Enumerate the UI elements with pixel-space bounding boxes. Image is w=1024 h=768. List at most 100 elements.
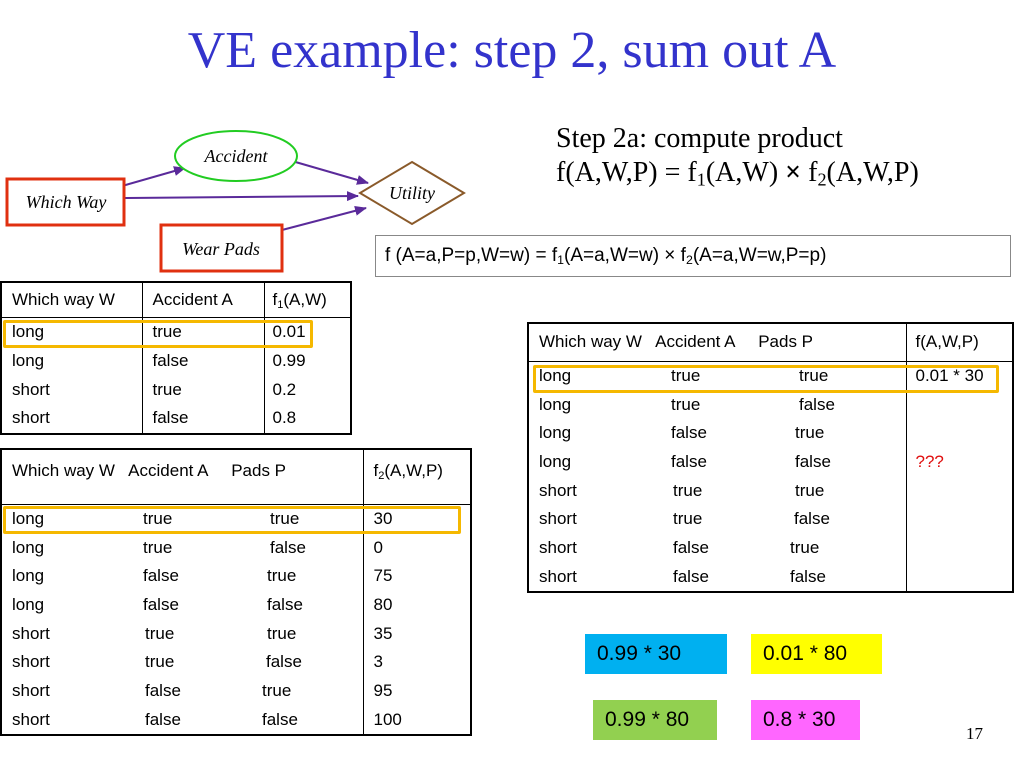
cell: true: [267, 566, 297, 586]
cell: false: [790, 566, 826, 586]
value-cell: 3: [362, 647, 471, 677]
step-line-1: Step 2a: compute product: [556, 123, 843, 154]
cell: true: [270, 508, 300, 528]
cell: long: [539, 394, 572, 414]
cell: long: [12, 537, 45, 557]
arrow-accident-utility: [291, 160, 369, 185]
value-cell: 0: [362, 533, 471, 562]
cell: false: [673, 537, 709, 557]
value-cell: 100: [362, 705, 471, 735]
cell: short: [539, 480, 577, 500]
cell: short: [12, 623, 50, 643]
cell: false: [145, 709, 181, 729]
step-line-2: f(A,W,P) = f1(A,W) × f2(A,W,P): [556, 157, 919, 190]
calc-box-3: 0.99 * 80: [593, 700, 717, 740]
table-row: short true true: [528, 476, 1013, 505]
cell: true: [262, 680, 292, 700]
cell: false: [267, 594, 303, 614]
cell: short: [12, 709, 50, 729]
table-row: long true false 0: [1, 533, 471, 562]
cell: false: [143, 566, 179, 586]
table-row: long false true: [528, 418, 1013, 448]
value-cell: [905, 418, 1013, 448]
cell: true: [673, 480, 703, 500]
highlight-f1-row: [3, 320, 313, 348]
product-formula-box: f (A=a,P=p,W=w) = f1(A=a,W=w) × f2(A=a,W…: [375, 235, 1011, 277]
page-number: 17: [966, 724, 983, 743]
value-cell: [905, 476, 1013, 505]
step-description: Step 2a: compute product f(A,W,P) = f1(A…: [556, 122, 919, 190]
cell: false: [671, 423, 707, 443]
value-cell: [905, 390, 1013, 419]
accident-label: Accident: [204, 146, 269, 166]
cell: false: [671, 451, 707, 471]
table-row: long false false 80: [1, 590, 471, 620]
cell: true: [267, 623, 297, 643]
cell: true: [795, 423, 825, 443]
cell: false: [143, 594, 179, 614]
cell: long: [539, 365, 572, 385]
highlight-f2-row: [3, 506, 461, 534]
cell: true: [143, 508, 173, 528]
decision-network-diagram: Accident Which Way Wear Pads Utility: [5, 130, 466, 273]
value-cell: [905, 562, 1013, 592]
cell: long: [539, 451, 572, 471]
cell: true: [795, 480, 825, 500]
table-f2: Which way W Accident A Pads P f2(A,W,P) …: [0, 448, 472, 736]
cell: true: [671, 365, 701, 385]
wear-pads-label: Wear Pads: [182, 239, 260, 259]
cell: long: [539, 423, 572, 443]
value-cell: [905, 533, 1013, 563]
cell: false: [673, 566, 709, 586]
cell: false: [145, 680, 181, 700]
cell: false: [795, 451, 831, 471]
cell: short: [539, 509, 577, 529]
table-row: short false true 95: [1, 676, 471, 706]
cell: long: [12, 594, 45, 614]
cell: false: [262, 709, 298, 729]
cell: long: [12, 566, 45, 586]
value-cell: [905, 504, 1013, 534]
calc-box-2: 0.01 * 80: [751, 634, 882, 674]
cell: true: [671, 394, 701, 414]
cell: short: [539, 537, 577, 557]
cell: true: [790, 537, 820, 557]
cell: long: [12, 508, 45, 528]
cell: true: [799, 365, 829, 385]
calc-box-1: 0.99 * 30: [585, 634, 727, 674]
cell: true: [143, 537, 173, 557]
arrow-whichway-utility: [121, 191, 359, 202]
cell: true: [145, 652, 175, 672]
which-way-label: Which Way: [26, 192, 107, 212]
table-row: long true false: [528, 390, 1013, 419]
table-row: short false false 100: [1, 705, 471, 735]
cell: short: [12, 680, 50, 700]
table-row: short false true: [528, 533, 1013, 563]
arrow-whichway-accident: [121, 166, 186, 187]
arrow-pads-utility: [281, 205, 367, 231]
cell: true: [673, 509, 703, 529]
utility-node: [358, 160, 466, 226]
which-way-node: [5, 177, 126, 227]
cell: false: [799, 394, 835, 414]
value-cell: ???: [905, 447, 1013, 477]
value-cell: 95: [362, 676, 471, 706]
cell: false: [270, 537, 306, 557]
wear-pads-node: [159, 223, 284, 273]
accident-node: [174, 130, 298, 182]
value-cell: 35: [362, 619, 471, 648]
slide-title: VE example: step 2, sum out A: [187, 22, 837, 79]
table-f-product: Which way W Accident A Pads P f(A,W,P) l…: [527, 322, 1014, 593]
cell: false: [266, 652, 302, 672]
calc-box-4: 0.8 * 30: [751, 700, 860, 740]
value-cell: 80: [362, 590, 471, 620]
